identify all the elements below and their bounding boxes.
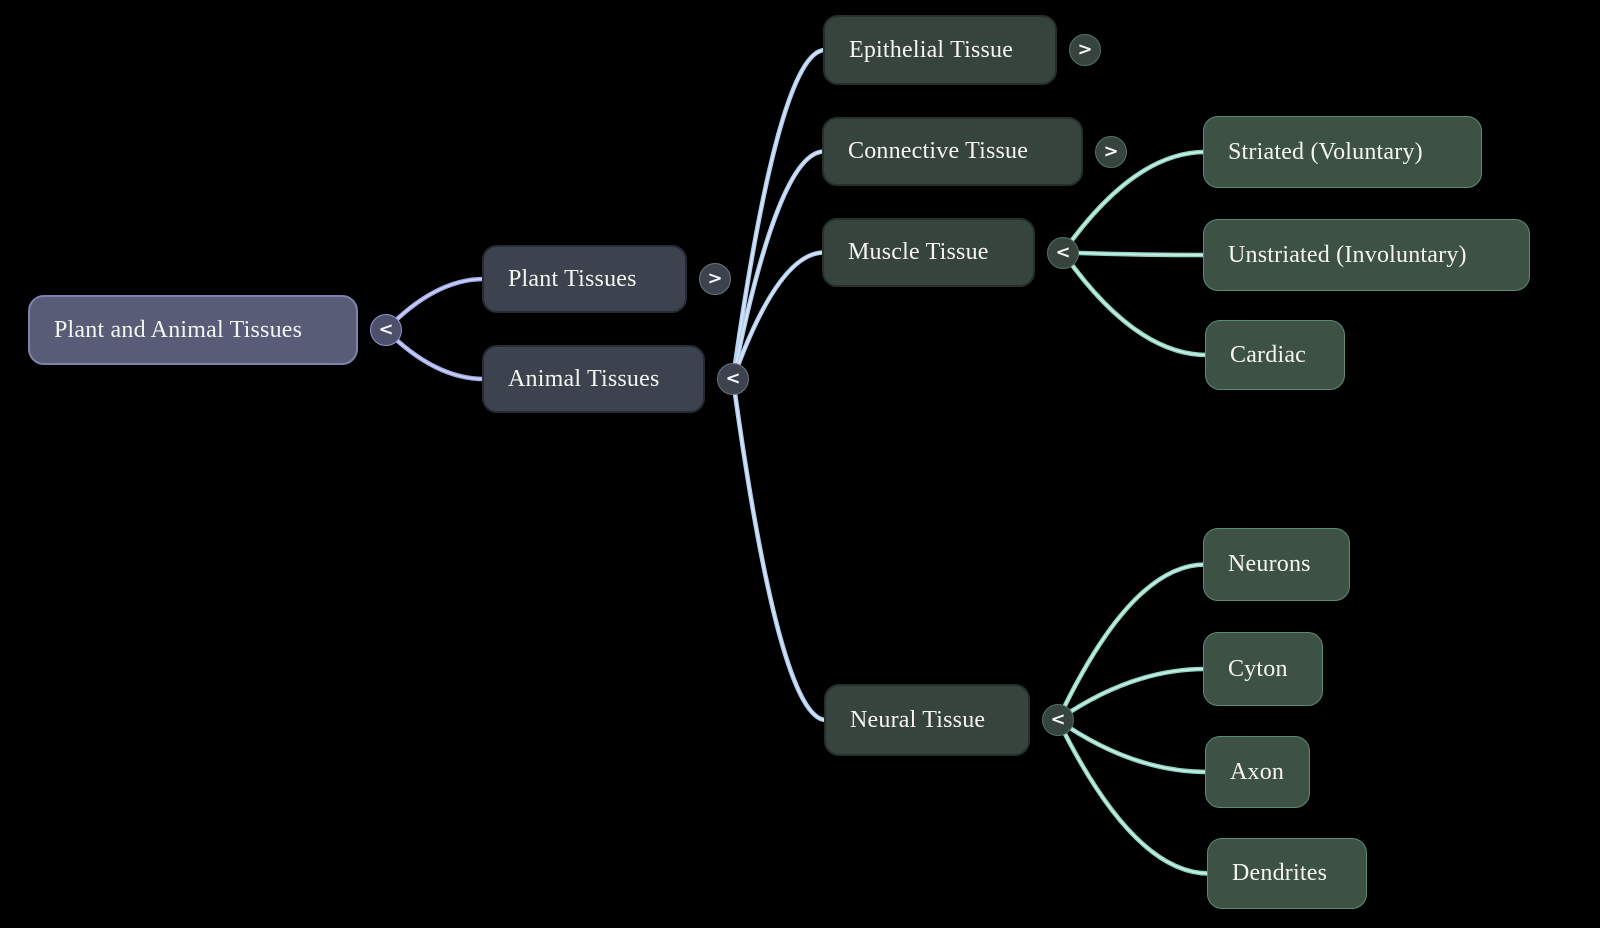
edge-neural-cyton (1057, 668, 1206, 721)
node-root[interactable]: Plant and Animal Tissues (28, 295, 358, 365)
node-cyton[interactable]: Cyton (1203, 632, 1323, 706)
node-label: Cyton (1228, 655, 1288, 682)
node-muscle[interactable]: Muscle Tissue (822, 218, 1035, 287)
node-epithelial[interactable]: Epithelial Tissue (823, 15, 1057, 85)
expand-button-epithelial[interactable]: > (1069, 34, 1101, 66)
node-label: Neural Tissue (850, 706, 986, 733)
edge-animal-neural (732, 378, 827, 721)
edge-muscle-striated (1062, 151, 1206, 254)
node-label: Striated (Voluntary) (1228, 138, 1423, 165)
node-connective[interactable]: Connective Tissue (822, 117, 1083, 186)
collapse-button-neural[interactable]: < (1042, 704, 1074, 736)
edge-neural-dendrites (1057, 719, 1210, 875)
edge-animal-connective (732, 150, 825, 380)
node-neurons[interactable]: Neurons (1203, 528, 1350, 601)
edge-neural-axon (1057, 719, 1208, 773)
node-dendrites[interactable]: Dendrites (1207, 838, 1367, 909)
node-label: Epithelial Tissue (849, 36, 1014, 63)
node-label: Animal Tissues (508, 365, 660, 392)
node-animal[interactable]: Animal Tissues (482, 345, 705, 413)
node-label: Muscle Tissue (848, 239, 989, 265)
collapse-button-animal[interactable]: < (717, 363, 749, 395)
node-axon[interactable]: Axon (1205, 736, 1310, 808)
node-striated[interactable]: Striated (Voluntary) (1203, 116, 1482, 188)
edge-animal-epithelial (732, 49, 826, 380)
expand-button-connective[interactable]: > (1095, 135, 1127, 168)
node-label: Axon (1230, 758, 1285, 785)
expand-button-plant[interactable]: > (699, 263, 731, 295)
node-label: Plant Tissues (508, 265, 637, 292)
collapse-button-root[interactable]: < (370, 314, 402, 346)
node-plant[interactable]: Plant Tissues (482, 245, 687, 313)
node-label: Unstriated (Involuntary) (1228, 241, 1467, 268)
node-label: Plant and Animal Tissues (54, 316, 303, 343)
node-label: Connective Tissue (848, 138, 1029, 164)
edge-muscle-cardiac (1062, 251, 1208, 356)
edge-animal-muscle (732, 251, 825, 380)
node-label: Cardiac (1230, 341, 1307, 368)
edge-neural-neurons (1057, 563, 1206, 721)
collapse-button-muscle[interactable]: < (1047, 236, 1079, 269)
node-cardiac[interactable]: Cardiac (1205, 320, 1345, 390)
node-unstriated[interactable]: Unstriated (Involuntary) (1203, 219, 1530, 291)
node-label: Dendrites (1232, 860, 1328, 886)
node-label: Neurons (1228, 551, 1311, 577)
node-neural[interactable]: Neural Tissue (824, 684, 1030, 756)
